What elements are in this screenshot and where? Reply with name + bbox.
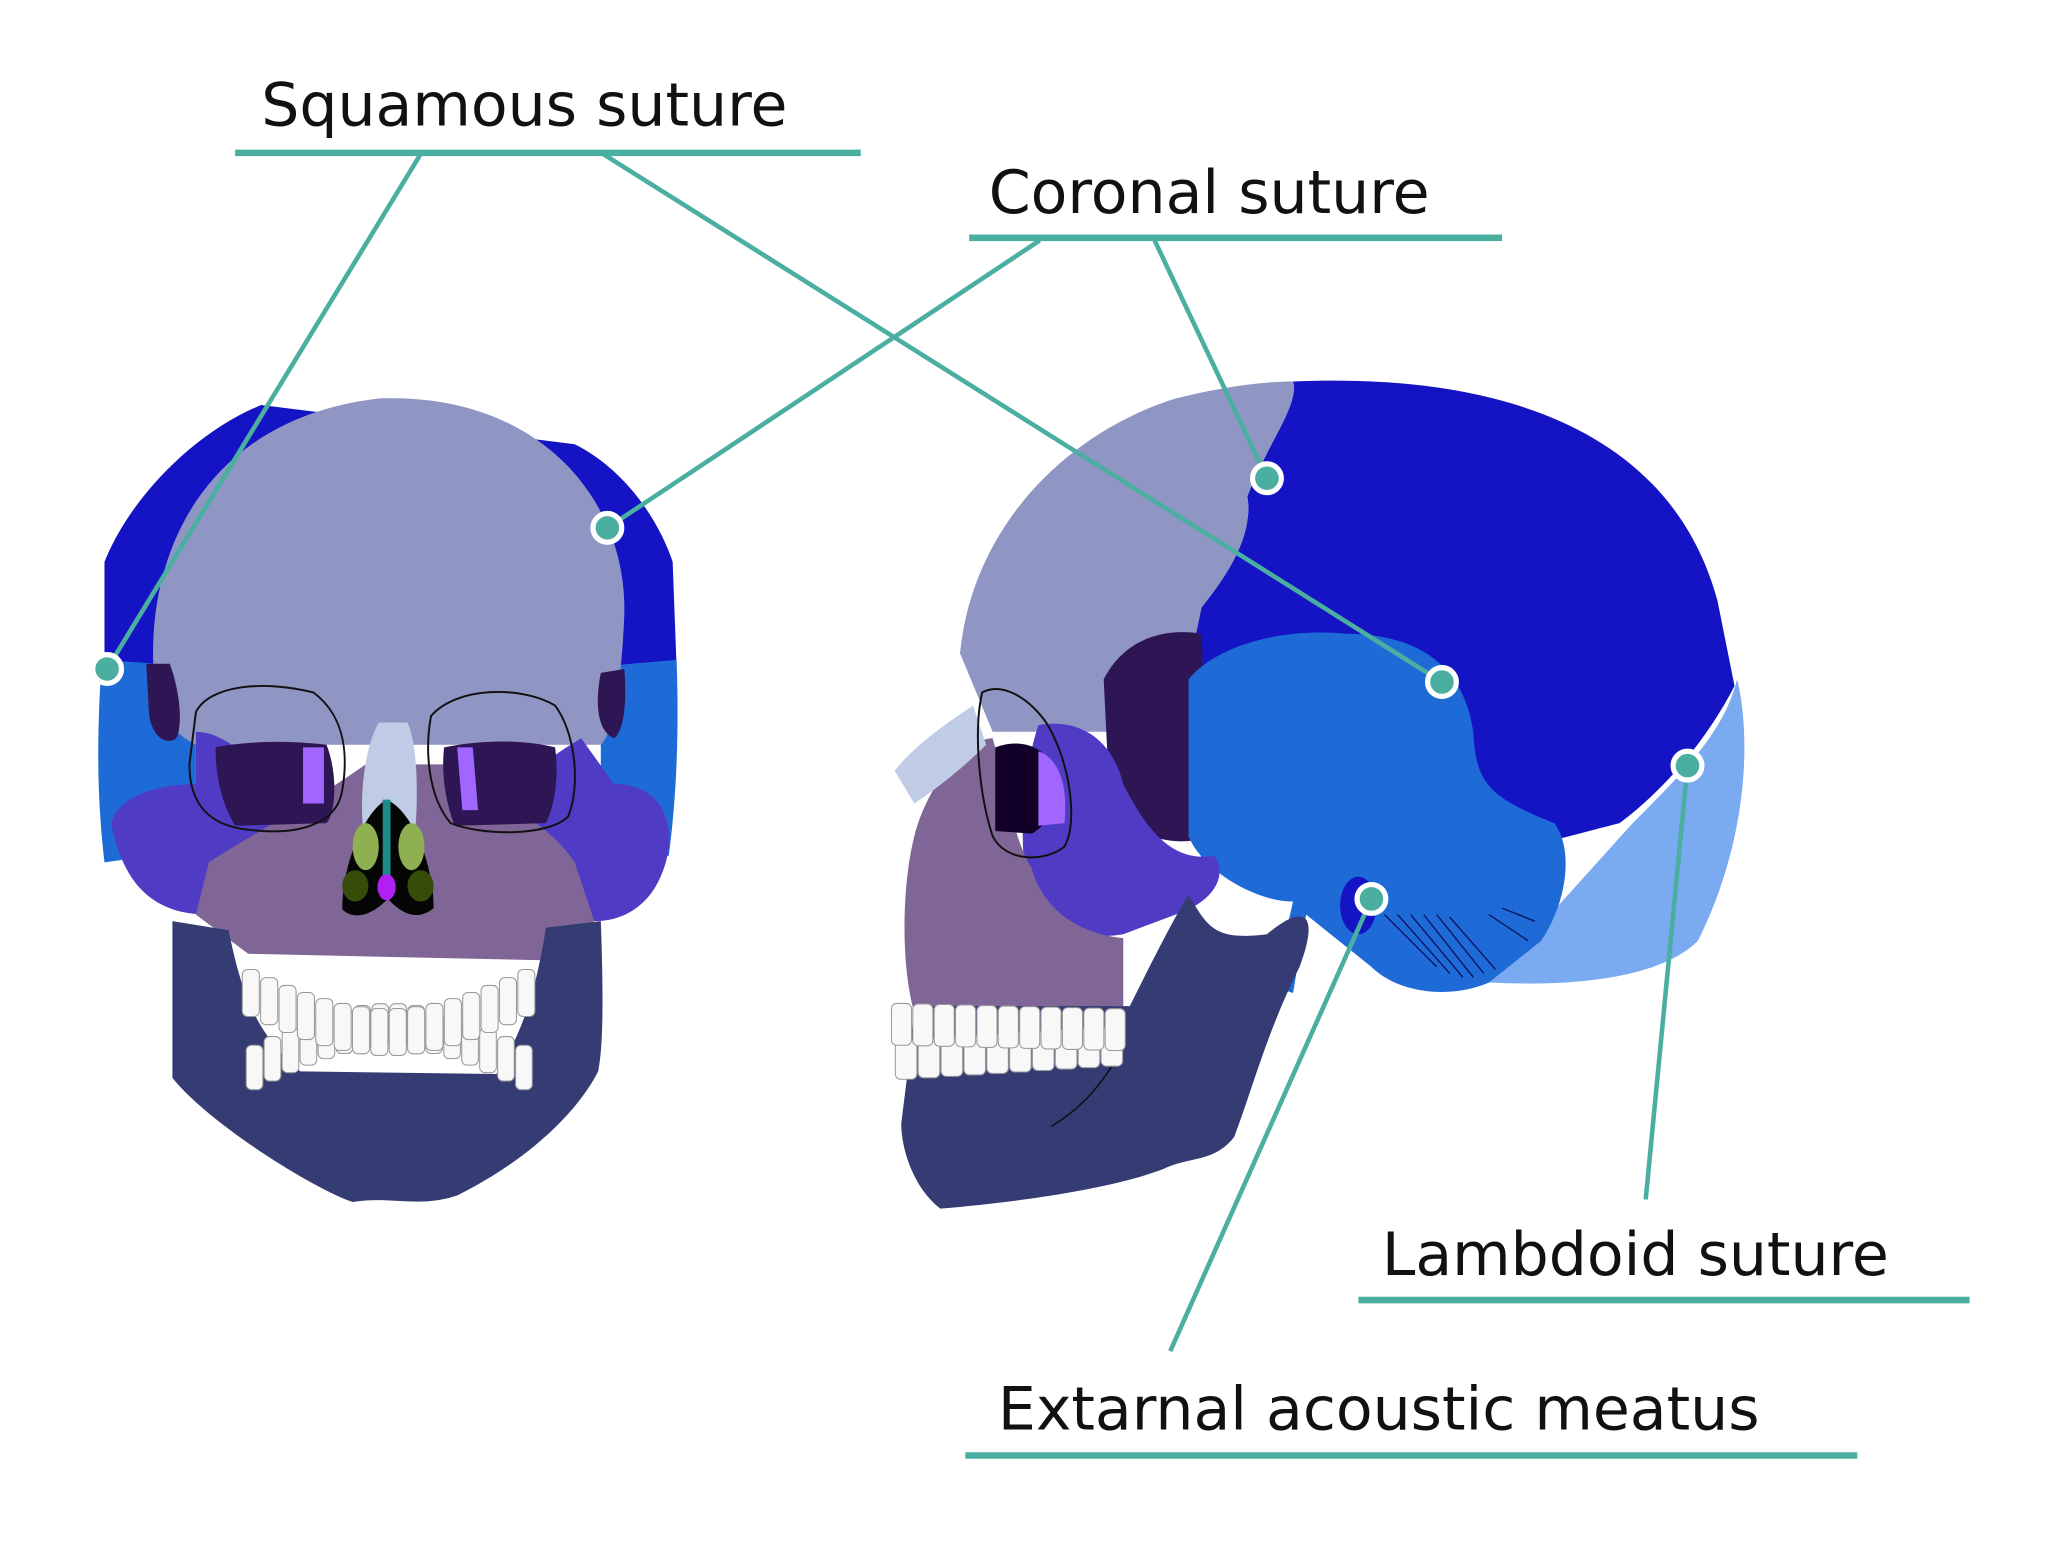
side-mandible-line: [1051, 1057, 1118, 1127]
front-upper-tooth: [296, 992, 315, 1041]
label-external-acoustic-meatus: Extarnal acoustic meatus: [998, 1374, 1760, 1444]
front-concha-left-upper: [352, 823, 379, 871]
squamous-leader-front: [105, 152, 423, 671]
side-zygoma: [1022, 723, 1220, 936]
side-upper-tooth: [890, 1002, 913, 1046]
side-upper-tooth: [955, 1004, 977, 1048]
front-concha-right-upper: [398, 823, 425, 871]
front-lower-tooth: [263, 1036, 282, 1082]
coronal-leader-front: [606, 238, 1041, 530]
coronal-leader-side: [1152, 239, 1270, 480]
front-frontal: [153, 398, 625, 745]
label-lambdoid-suture: Lambdoid suture: [1382, 1220, 1889, 1290]
marker-squamous-side[interactable]: [1424, 665, 1459, 700]
front-temple-left: [146, 663, 180, 741]
side-occipital: [1488, 679, 1745, 984]
front-orbit-outline-right: [427, 691, 576, 834]
squamous-leader-side: [602, 152, 1444, 684]
front-upper-tooth: [388, 1007, 407, 1057]
front-upper-tooth: [517, 968, 536, 1018]
front-orbit-left-inner: [303, 747, 324, 804]
front-upper-tooth: [315, 998, 334, 1047]
front-lower-tooth: [245, 1044, 264, 1091]
label-squamous-suture: Squamous suture: [261, 70, 787, 140]
front-lower-tooth: [281, 1027, 300, 1074]
marker-coronal-side[interactable]: [1249, 461, 1284, 496]
side-upper-tooth: [976, 1005, 998, 1048]
marker-coronal-front[interactable]: [590, 510, 625, 545]
front-upper-tooth: [351, 1006, 371, 1055]
front-teeth: [241, 968, 536, 1091]
leader-lines: [105, 149, 1970, 1459]
front-upper-tooth: [260, 977, 279, 1026]
front-septum: [382, 799, 391, 881]
front-upper-tooth: [333, 1002, 352, 1051]
side-skull: [890, 380, 1745, 1209]
side-upper-tooth: [997, 1005, 1019, 1049]
front-upper-tooth: [498, 977, 518, 1026]
marker-lambdoid[interactable]: [1670, 748, 1705, 783]
side-frontal: [960, 381, 1294, 732]
side-maxilla: [904, 738, 1124, 1013]
marker-squamous-front[interactable]: [90, 651, 125, 686]
side-mastoid-lines: [1384, 907, 1535, 978]
side-upper-tooth: [1019, 1006, 1041, 1049]
front-mandible: [172, 921, 603, 1203]
front-upper-tooth: [278, 984, 297, 1033]
front-lower-tooth: [479, 1027, 497, 1074]
side-orbit-inner: [1038, 751, 1066, 826]
label-coronal-suture: Coronal suture: [989, 158, 1430, 228]
front-orbit-right-inner: [457, 747, 479, 811]
front-temple-right: [597, 668, 626, 739]
front-skull: [98, 398, 678, 1203]
front-upper-tooth: [443, 998, 462, 1047]
front-upper-tooth: [370, 1007, 389, 1057]
front-concha-right-lower: [407, 870, 434, 902]
side-upper-tooth: [912, 1003, 934, 1047]
lambdoid-leader: [1643, 765, 1690, 1200]
marker-meatus[interactable]: [1354, 881, 1389, 916]
side-upper-tooth: [1104, 1008, 1126, 1052]
side-temporal: [1188, 632, 1566, 994]
side-upper-tooth: [1061, 1007, 1084, 1050]
side-sphenoid-wing: [1103, 632, 1209, 842]
meatus-leader: [1168, 898, 1374, 1352]
side-orbit-outline: [976, 688, 1073, 859]
front-upper-tooth: [241, 968, 260, 1018]
front-upper-tooth: [462, 992, 481, 1041]
markers: [90, 461, 1705, 916]
front-upper-tooth: [407, 1006, 426, 1055]
side-lower-tooth: [894, 1039, 918, 1080]
front-vomer: [377, 874, 396, 901]
front-nasal-bone: [361, 722, 417, 830]
front-upper-tooth: [480, 984, 499, 1033]
side-teeth: [890, 1002, 1126, 1080]
side-upper-tooth: [933, 1003, 955, 1047]
front-upper-tooth: [425, 1002, 444, 1051]
side-upper-tooth: [1040, 1006, 1062, 1050]
front-lower-tooth: [497, 1036, 515, 1082]
front-orbit-outline-left: [188, 684, 346, 833]
side-upper-tooth: [1083, 1007, 1105, 1051]
front-concha-left-lower: [342, 870, 369, 902]
front-lower-tooth: [515, 1044, 533, 1091]
side-nasal-bone: [894, 705, 987, 804]
